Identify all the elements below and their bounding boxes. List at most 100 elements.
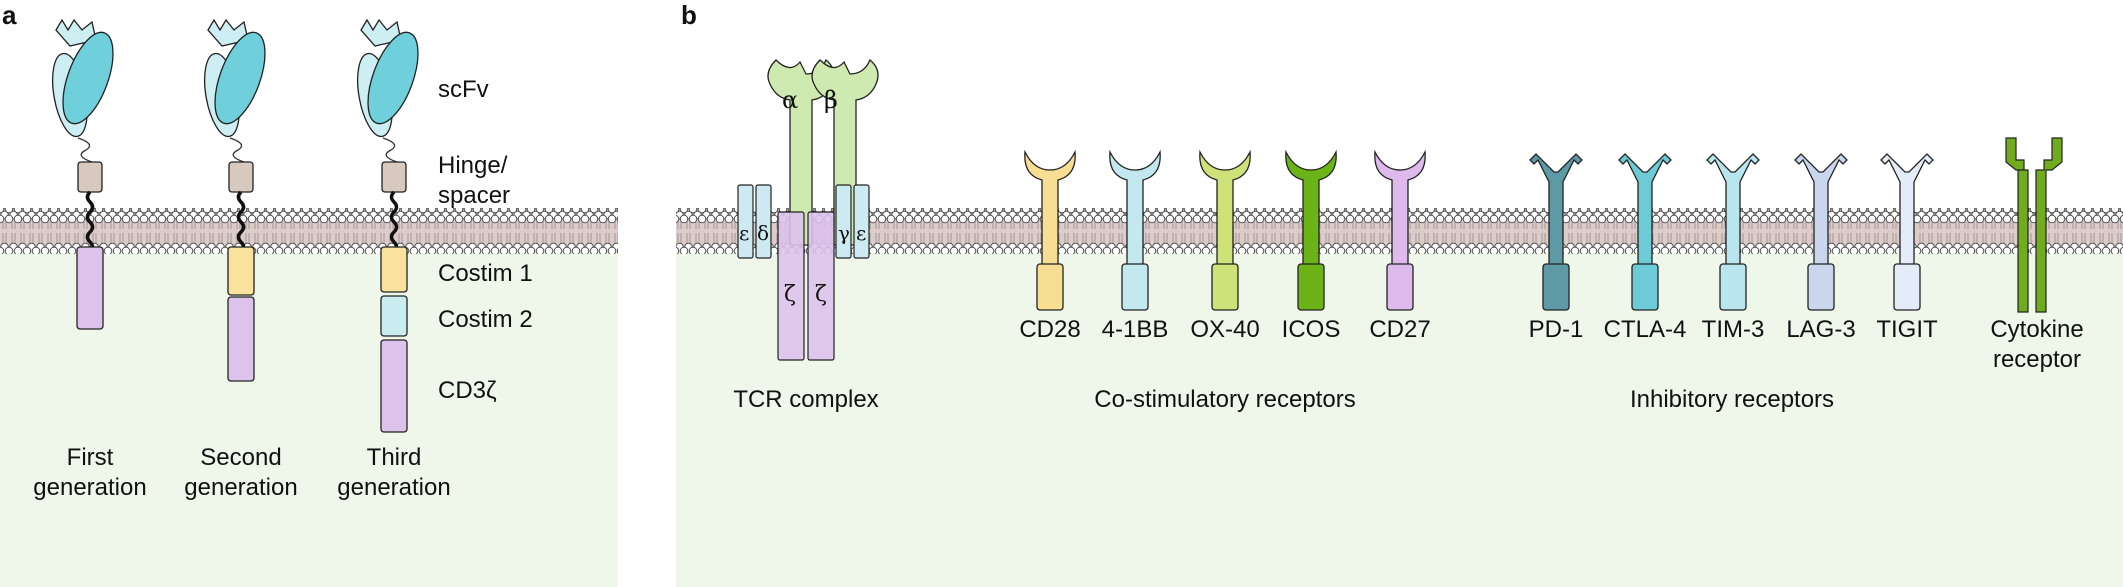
receptor-intracellular-domain <box>1807 263 1835 311</box>
receptor-intracellular-domain <box>1036 263 1064 311</box>
cd3-epsilon-left-label: ε <box>739 221 749 245</box>
caption-second-line2: generation <box>184 474 297 501</box>
tcr-complex: α β ε δ γ ε ζ ζ TCR complex <box>733 58 879 413</box>
transmembrane-domain <box>85 190 95 257</box>
receptor-label-tigit: TIGIT <box>1876 316 1938 343</box>
caption-first-line1: First <box>67 444 114 471</box>
car-second-generation <box>203 18 266 382</box>
receptor-head <box>1109 149 1161 266</box>
hinge-linker <box>77 137 93 163</box>
tcr-complex-caption: TCR complex <box>733 386 878 413</box>
receptor-4-1bb: 4-1BB <box>1102 149 1169 343</box>
receptor-head <box>1880 153 1934 266</box>
costim1-domain <box>380 246 408 293</box>
car-third-generation <box>356 18 419 433</box>
caption-third-line1: Third <box>367 444 422 471</box>
receptor-label-ox-40: OX-40 <box>1190 316 1259 343</box>
receptor-intracellular-domain <box>1386 263 1414 311</box>
receptor-head <box>1706 153 1760 266</box>
hinge-linker <box>229 137 245 163</box>
receptor-label-pd-1: PD-1 <box>1529 316 1584 343</box>
costim2-domain <box>380 295 408 337</box>
cytokine-chain-right <box>2035 137 2063 313</box>
car-first-generation <box>51 18 114 330</box>
receptor-tigit: TIGIT <box>1876 153 1938 343</box>
caption-first-line2: generation <box>33 474 146 501</box>
cd3-gamma <box>835 184 852 259</box>
tcr-beta-chain <box>811 58 879 246</box>
receptor-ox-40: OX-40 <box>1190 149 1260 343</box>
scfv-domain <box>356 18 419 138</box>
receptor-ctla-4: CTLA-4 <box>1604 153 1687 343</box>
label-scfv: scFv <box>438 76 489 103</box>
label-costim1: Costim 1 <box>438 260 533 287</box>
label-hinge-line1: Hinge/ <box>438 152 508 179</box>
receptor-label-icos: ICOS <box>1282 316 1341 343</box>
caption-third-line2: generation <box>337 474 450 501</box>
label-hinge-line2: spacer <box>438 182 510 209</box>
transmembrane-domain <box>236 190 246 257</box>
receptor-cd27: CD27 <box>1369 149 1431 343</box>
cd3z-domain <box>76 246 104 330</box>
receptor-label-4-1bb: 4-1BB <box>1102 316 1169 343</box>
cd3-epsilon-right <box>853 184 870 259</box>
receptor-head <box>1285 149 1337 266</box>
cytokine-chain-left <box>2005 137 2029 313</box>
hinge-domain <box>381 161 407 193</box>
scfv-domain <box>51 18 114 138</box>
hinge-linker <box>382 137 398 163</box>
cd3-delta-label: δ <box>757 221 769 245</box>
panel-b: b α β ε δ γ ε ζ ζ TCR complex CD28 4-1BB O… <box>676 0 2123 587</box>
costim1-domain <box>227 246 255 296</box>
cytokine-receptor: Cytokine receptor <box>1990 137 2084 373</box>
cd3z-domain <box>380 339 408 433</box>
receptor-lag-3: LAG-3 <box>1786 153 1856 343</box>
receptor-icos: ICOS <box>1282 149 1341 343</box>
receptor-head <box>1618 153 1672 266</box>
receptor-head <box>1794 153 1848 266</box>
panel-b-letter: b <box>681 0 697 30</box>
costimulatory-receptors: CD28 4-1BB OX-40 ICOS CD27 <box>1019 149 1431 343</box>
label-cd3z: CD3ζ <box>438 377 497 404</box>
cd3-epsilon-right-label: ε <box>856 221 866 245</box>
panel-a-letter: a <box>2 0 17 30</box>
cd3-gamma-label: γ <box>838 221 850 245</box>
receptor-head <box>1374 149 1426 266</box>
cytokine-label-line1: Cytokine <box>1990 316 2083 343</box>
receptor-intracellular-domain <box>1121 263 1149 311</box>
receptor-head <box>1024 149 1076 266</box>
receptor-pd-1: PD-1 <box>1529 153 1584 343</box>
caption-second-line1: Second <box>200 444 281 471</box>
receptor-cd28: CD28 <box>1019 149 1081 343</box>
receptor-label-cd27: CD27 <box>1369 316 1430 343</box>
tcr-alpha-label: α <box>782 86 798 114</box>
receptor-intracellular-domain <box>1297 263 1325 311</box>
hinge-domain <box>77 161 103 193</box>
inhibitory-receptors: PD-1 CTLA-4 TIM-3 LAG-3 TIGIT <box>1529 153 1938 343</box>
cd3-delta <box>755 184 772 259</box>
cd3z-domain <box>227 296 255 382</box>
transmembrane-domain <box>389 190 399 257</box>
cd3-zeta-right <box>807 211 835 361</box>
label-costim2: Costim 2 <box>438 306 533 333</box>
receptor-intracellular-domain <box>1211 263 1239 311</box>
costim-caption: Co-stimulatory receptors <box>1094 386 1355 413</box>
cytokine-label-line2: receptor <box>1993 346 2081 373</box>
cd3-zeta-left <box>777 211 805 361</box>
hinge-domain <box>228 161 254 193</box>
cd3-zeta-left-label: ζ <box>784 282 796 307</box>
receptor-head <box>1199 149 1251 266</box>
receptor-head <box>1529 153 1583 266</box>
receptor-intracellular-domain <box>1719 263 1747 311</box>
receptor-intracellular-domain <box>1631 263 1659 311</box>
receptor-label-ctla-4: CTLA-4 <box>1604 316 1687 343</box>
receptor-label-tim-3: TIM-3 <box>1702 316 1765 343</box>
receptor-intracellular-domain <box>1893 263 1921 311</box>
receptor-label-cd28: CD28 <box>1019 316 1080 343</box>
receptor-label-lag-3: LAG-3 <box>1786 316 1855 343</box>
scfv-domain <box>203 18 266 138</box>
receptor-tim-3: TIM-3 <box>1702 153 1765 343</box>
cd3-epsilon-left <box>737 184 754 259</box>
inhibitory-caption: Inhibitory receptors <box>1630 386 1834 413</box>
